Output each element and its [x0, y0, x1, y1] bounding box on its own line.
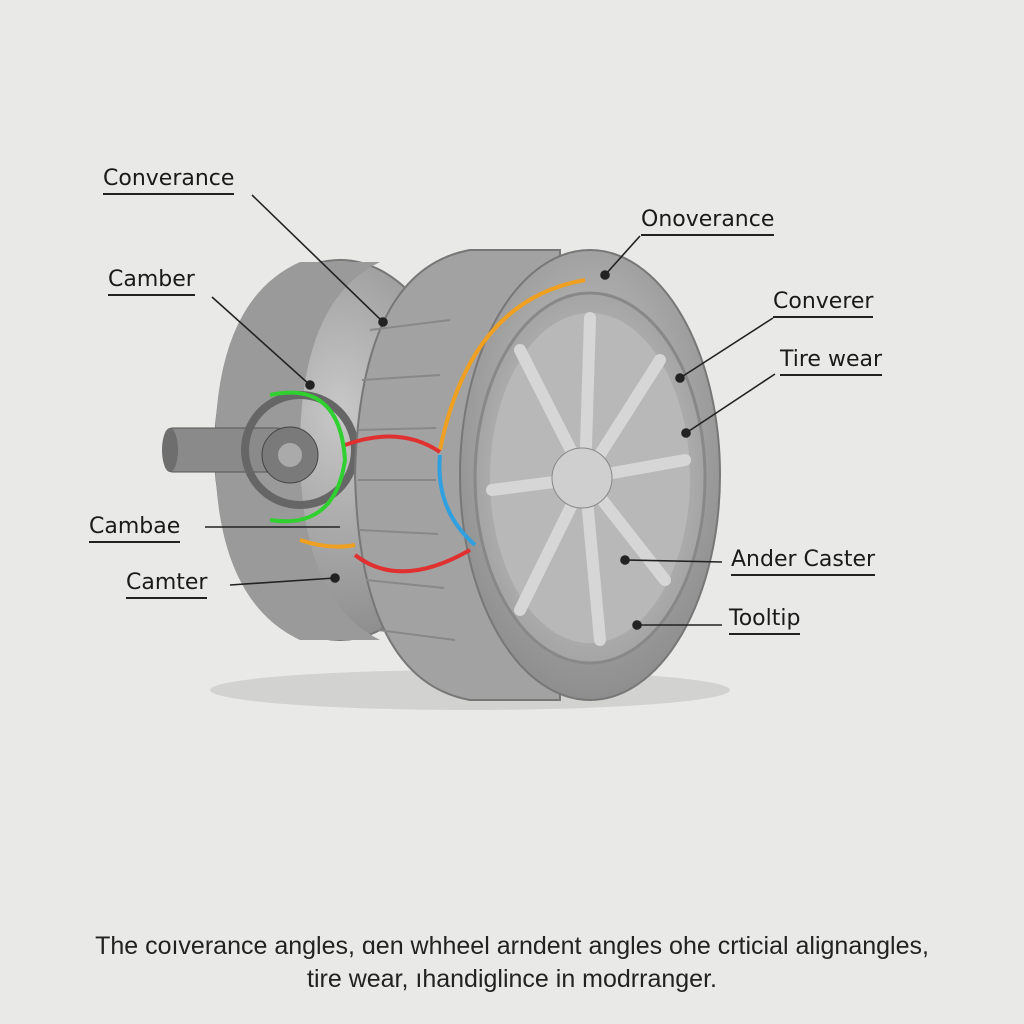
- front-tire: [353, 249, 721, 701]
- label-camter: Camter: [126, 571, 208, 599]
- caption-line-2: tire wear, ıhandiglince in modrranger.: [307, 965, 717, 993]
- angle-arrows: [269, 278, 586, 574]
- label-tire-wear: Tire wear: [780, 348, 883, 376]
- label-tooltip: Tooltip: [729, 607, 801, 635]
- label-converer: Converer: [773, 290, 874, 318]
- caption-line-1: The coıverance angles, ɑen whheel arnden…: [95, 932, 929, 960]
- label-onoverance: Onoverance: [641, 208, 775, 236]
- caption: The coıverance angles, ɑen whheel arnden…: [0, 930, 1024, 996]
- label-cambae: Cambae: [89, 515, 181, 543]
- axle: [162, 391, 359, 509]
- label-camber: Camber: [108, 268, 195, 296]
- hub-cap: [551, 447, 613, 509]
- label-converance: Converance: [103, 167, 235, 195]
- label-ander-caster: Ander Caster: [731, 548, 876, 576]
- leader-lines: [205, 194, 776, 630]
